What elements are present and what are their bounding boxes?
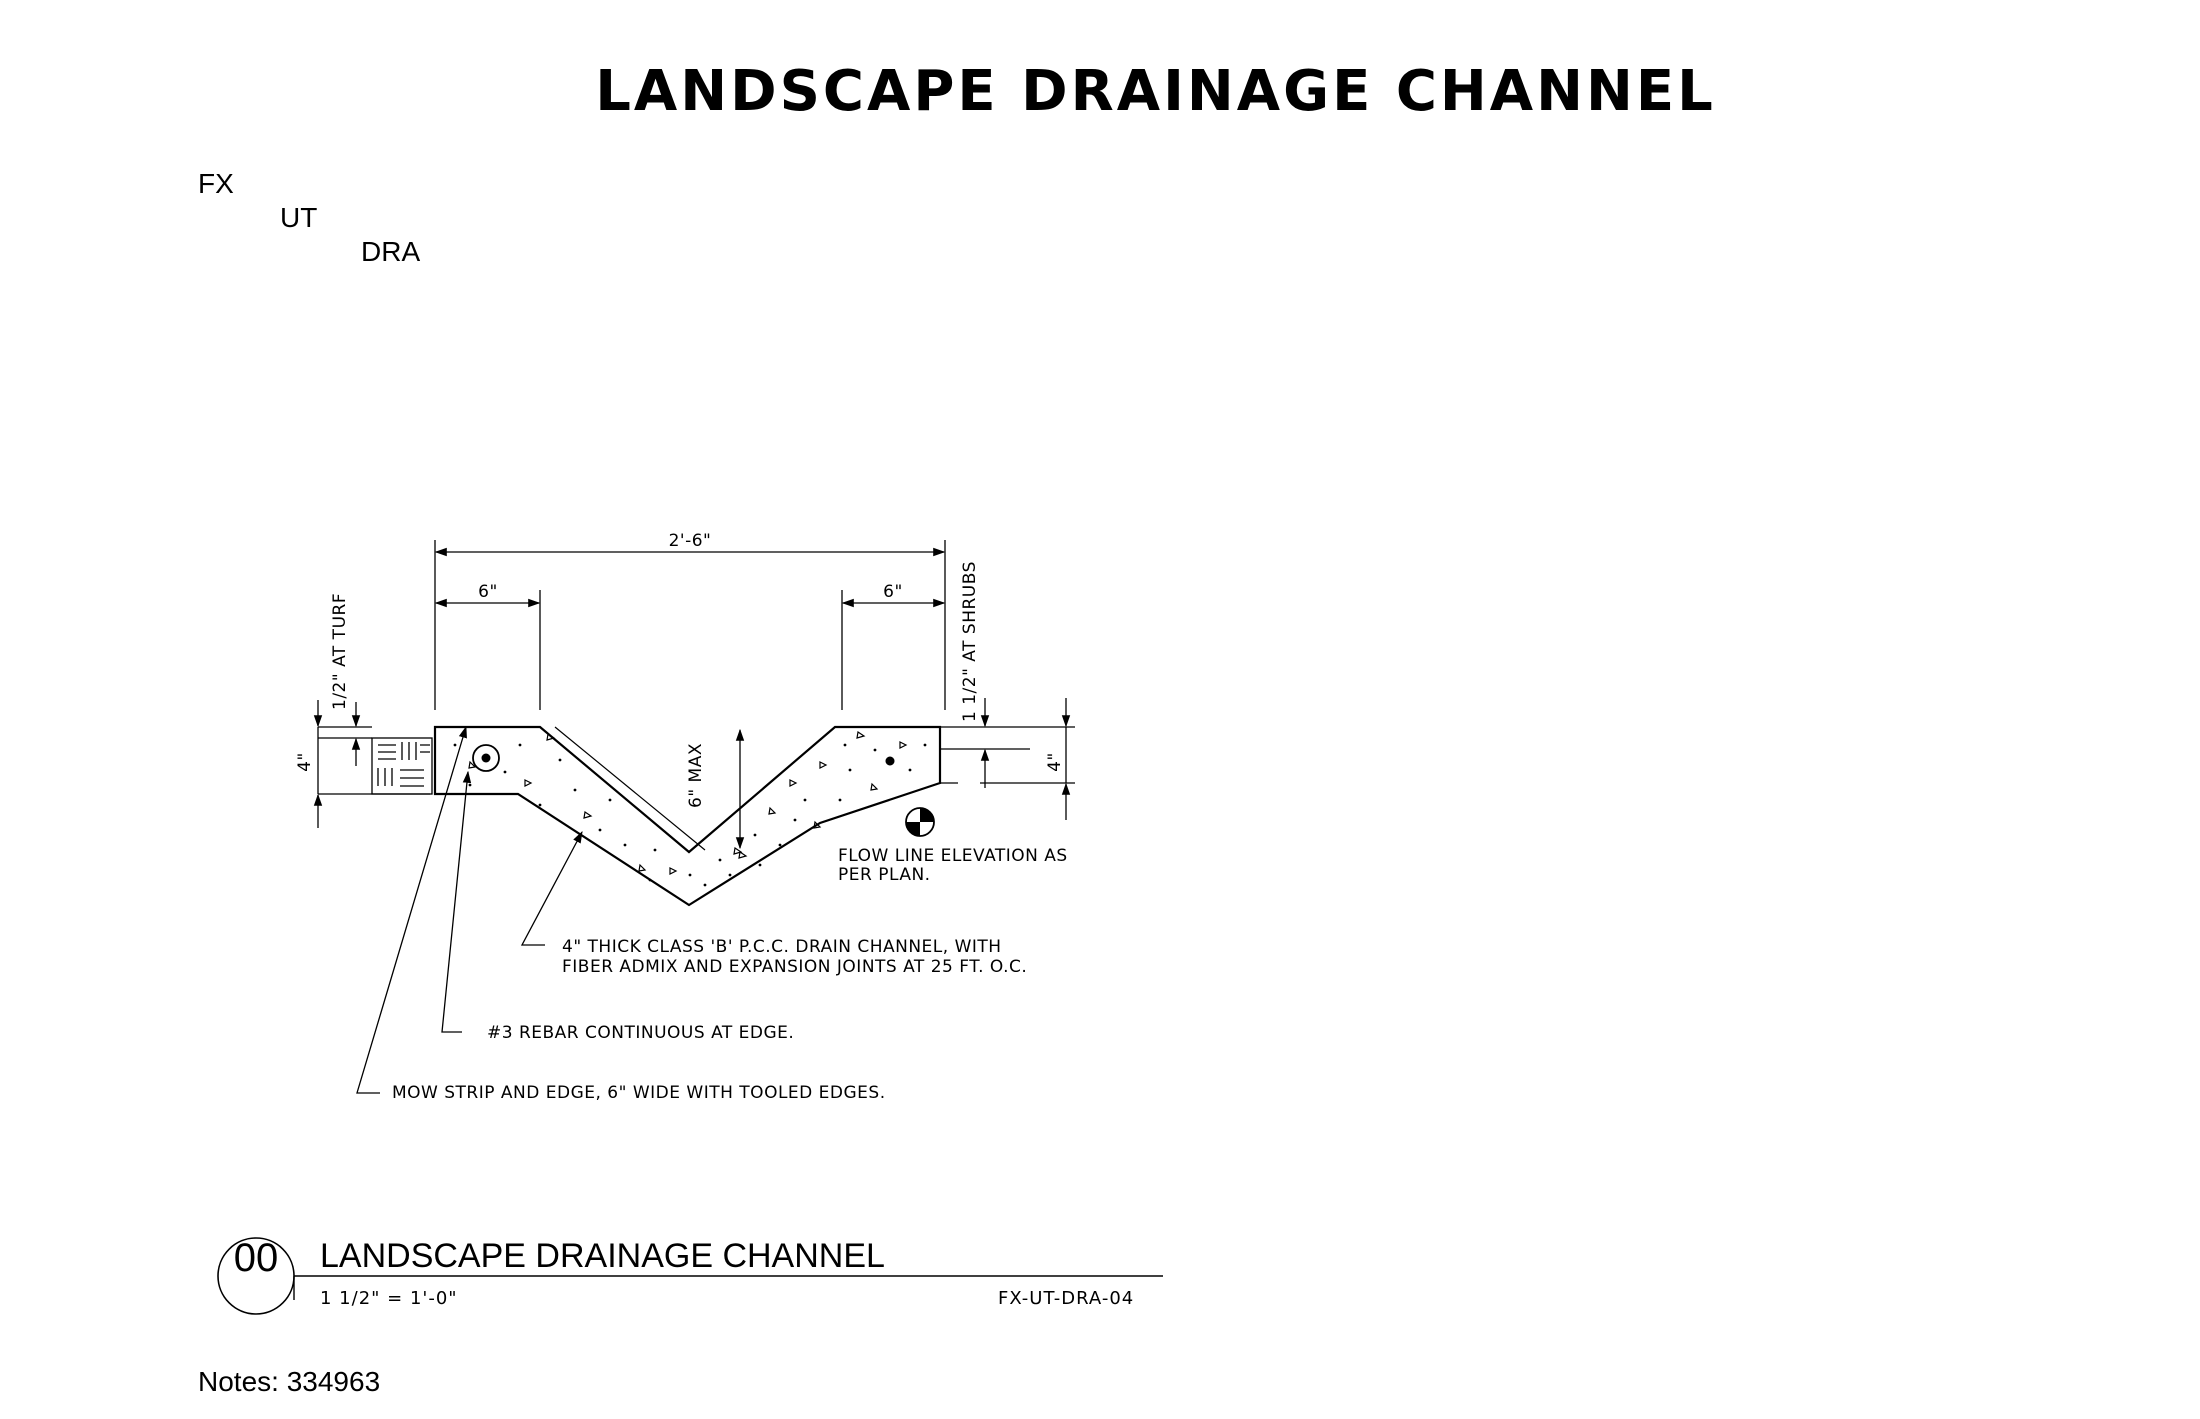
flow-line-callout-line2: PER PLAN. [838,865,931,885]
flow-line-elevation-symbol [905,807,935,837]
turf-drop-label: 1/2" AT TURF [330,593,350,710]
notes-text: Notes: 334963 [198,1366,381,1397]
drain-channel-callout-line2: FIBER ADMIX AND EXPANSION JOINTS AT 25 F… [562,957,1027,977]
rebar-circle [472,744,500,772]
detail-scale: 1 1/2" = 1'-0" [320,1288,458,1309]
flow-line-callout-line1: FLOW LINE ELEVATION AS [838,846,1068,866]
sheet-title: LANDSCAPE DRAINAGE CHANNEL [595,59,1716,124]
rebar-dot [481,753,491,763]
overall-width-dimension [434,540,946,710]
detail-reference: FX-UT-DRA-04 [998,1288,1135,1309]
shrub-drop-label: 1 1/2" AT SHRUBS [960,561,980,722]
right-depth-label: 4" [1045,752,1065,772]
drain-channel-callout-line1: 4" THICK CLASS 'B' P.C.C. DRAIN CHANNEL,… [562,937,1002,957]
callout-leaders [356,725,583,1094]
left-depth-label: 4" [295,752,315,772]
detail-title: LANDSCAPE DRAINAGE CHANNEL [320,1237,885,1275]
channel-depth-label: 6" MAX [686,743,706,808]
left-band-label: 6" [478,582,498,602]
right-band-label: 6" [883,582,903,602]
code-dra: DRA [361,236,421,267]
code-fx: FX [198,168,234,199]
turf-paver-hatch [371,737,433,795]
mow-strip-callout: MOW STRIP AND EDGE, 6" WIDE WITH TOOLED … [392,1083,886,1103]
rebar-dot-right [885,756,895,766]
rebar-callout: #3 REBAR CONTINUOUS AT EDGE. [487,1023,794,1043]
code-ut: UT [280,202,318,233]
aggregate-dots [453,743,927,887]
detail-number: 00 [233,1236,279,1280]
channel-joint-line [554,726,706,851]
aggregate-stipple [468,730,908,875]
right-band-dimension [841,590,946,710]
left-band-dimension [434,590,541,710]
overall-width-label: 2'-6" [669,531,712,551]
